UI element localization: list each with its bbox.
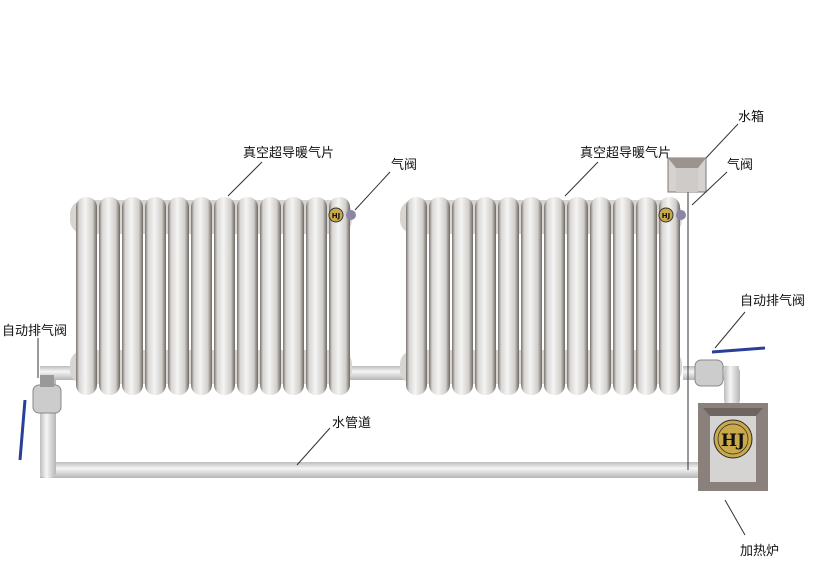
label-valve-left: 气阀 [391,158,418,173]
radiator-column [429,197,450,395]
radiator-column [521,197,542,395]
radiator-column [168,197,189,395]
radiator-column [122,197,143,395]
label-radiator-right: 真空超导暖气片 [580,146,672,161]
label-radiator-left: 真空超导暖气片 [243,146,335,161]
radiator-column [659,197,680,395]
svg-text:HJ: HJ [662,212,670,220]
boiler: HJ [698,403,768,491]
radiator-column [306,197,327,395]
svg-text:HJ: HJ [721,431,745,451]
radiator-column [567,197,588,395]
label-water-tank: 水箱 [738,110,765,125]
label-valve-right: 气阀 [727,158,754,173]
radiator-column [544,197,565,395]
radiator-column [191,197,212,395]
air-valve-icon [676,210,686,220]
radiator-column [214,197,235,395]
radiator-column [590,197,611,395]
radiator-left: HJ [70,197,356,395]
radiator-column [613,197,634,395]
radiator-column [636,197,657,395]
label-water-pipe: 水管道 [332,416,372,431]
label-auto-vent-right: 自动排气阀 [740,294,806,309]
radiator-column [406,197,427,395]
radiator-column [76,197,97,395]
label-auto-vent-left: 自动排气阀 [2,324,68,339]
auto-vent-valve-right [694,346,766,387]
auto-vent-valve-left [18,375,62,461]
radiator-column [145,197,166,395]
radiator-column [329,197,350,395]
radiator-column [237,197,258,395]
radiator-right: HJ [400,197,686,395]
radiator-column [283,197,304,395]
radiator-column [99,197,120,395]
radiator-column [452,197,473,395]
radiator-column [498,197,519,395]
radiator-column [260,197,281,395]
air-valve-icon [346,210,356,220]
water-tank [667,157,707,193]
leader-lines [37,123,746,536]
logo-badge: HJ [658,207,674,223]
svg-text:HJ: HJ [332,212,340,220]
label-boiler: 加热炉 [740,544,780,559]
radiator-column [475,197,496,395]
logo-badge: HJ [328,207,344,223]
